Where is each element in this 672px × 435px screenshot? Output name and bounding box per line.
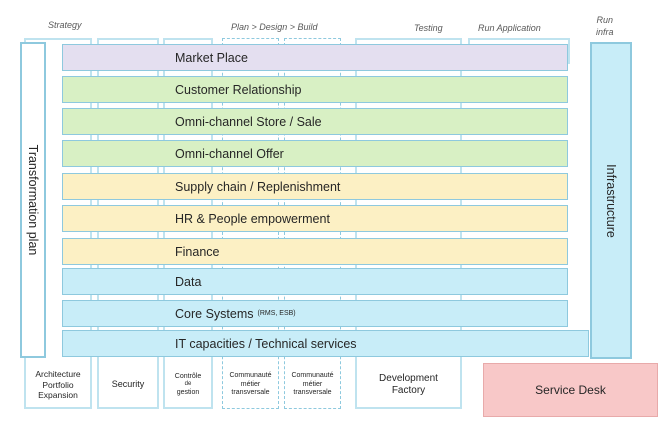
header-run-application: Run Application	[478, 23, 541, 33]
transformation-plan-box: Transformation plan	[20, 42, 46, 358]
communaute-1-line3: transversale	[231, 389, 270, 397]
band-label: Customer Relationship	[175, 82, 302, 97]
band-label: HR & People empowerment	[175, 211, 330, 226]
architecture-line2: Portfolio	[42, 379, 74, 390]
header-testing: Testing	[414, 23, 443, 33]
band-label: Omni-channel Offer	[175, 146, 284, 161]
label-communaute-2: Communauté métier transversale	[286, 364, 339, 406]
controle-line2: de	[184, 381, 192, 388]
architecture-line1: Architecture	[35, 369, 81, 380]
communaute-1-line2: métier	[240, 380, 261, 388]
label-communaute-1: Communauté métier transversale	[224, 364, 277, 406]
band-label: Omni-channel Store / Sale	[175, 114, 322, 129]
label-security: Security	[111, 379, 145, 390]
band-sublabel: (RMS, ESB)	[257, 310, 296, 317]
communaute-2-line2: métier	[302, 380, 323, 388]
band-label: Core Systems	[175, 306, 254, 321]
band-6: Finance	[62, 238, 568, 265]
band-9: IT capacities / Technical services	[62, 330, 589, 357]
band-label: IT capacities / Technical services	[175, 336, 357, 351]
service-desk-box: Service Desk	[483, 363, 658, 417]
label-architecture: Architecture Portfolio Expansion	[26, 364, 90, 406]
label-development-factory: Development Factory	[357, 364, 460, 406]
architecture-line3: Expansion	[38, 390, 78, 401]
band-2: Omni-channel Store / Sale	[62, 108, 568, 135]
header-plan-design-build: Plan > Design > Build	[231, 22, 318, 32]
development-line2: Factory	[391, 385, 426, 396]
band-label: Data	[175, 274, 202, 289]
communaute-1-line1: Communauté	[229, 371, 272, 379]
label-controle: Contrôle de gestion	[165, 364, 211, 406]
band-3: Omni-channel Offer	[62, 140, 568, 167]
band-0: Market Place	[62, 44, 568, 71]
controle-line3: gestion	[176, 388, 200, 396]
header-run-infra-line2: infra	[596, 27, 614, 37]
band-4: Supply chain / Replenishment	[62, 173, 568, 200]
band-5: HR & People empowerment	[62, 205, 568, 232]
infrastructure-label: Infrastructure	[604, 163, 618, 238]
band-label: Supply chain / Replenishment	[175, 179, 341, 194]
header-run-infra: Run infra	[596, 14, 614, 38]
band-8: Core Systems(RMS, ESB)	[62, 300, 568, 327]
header-strategy: Strategy	[48, 20, 82, 30]
band-label: Market Place	[175, 50, 248, 65]
communaute-2-line3: transversale	[293, 389, 332, 397]
development-line1: Development	[379, 372, 438, 384]
transformation-plan-label: Transformation plan	[26, 144, 40, 256]
band-7: Data	[62, 268, 568, 295]
infrastructure-box: Infrastructure	[590, 42, 632, 359]
band-1: Customer Relationship	[62, 76, 568, 103]
band-label: Finance	[175, 244, 220, 259]
controle-line1: Contrôle	[174, 372, 202, 380]
header-run-infra-line1: Run	[596, 15, 614, 25]
communaute-2-line1: Communauté	[291, 371, 334, 379]
